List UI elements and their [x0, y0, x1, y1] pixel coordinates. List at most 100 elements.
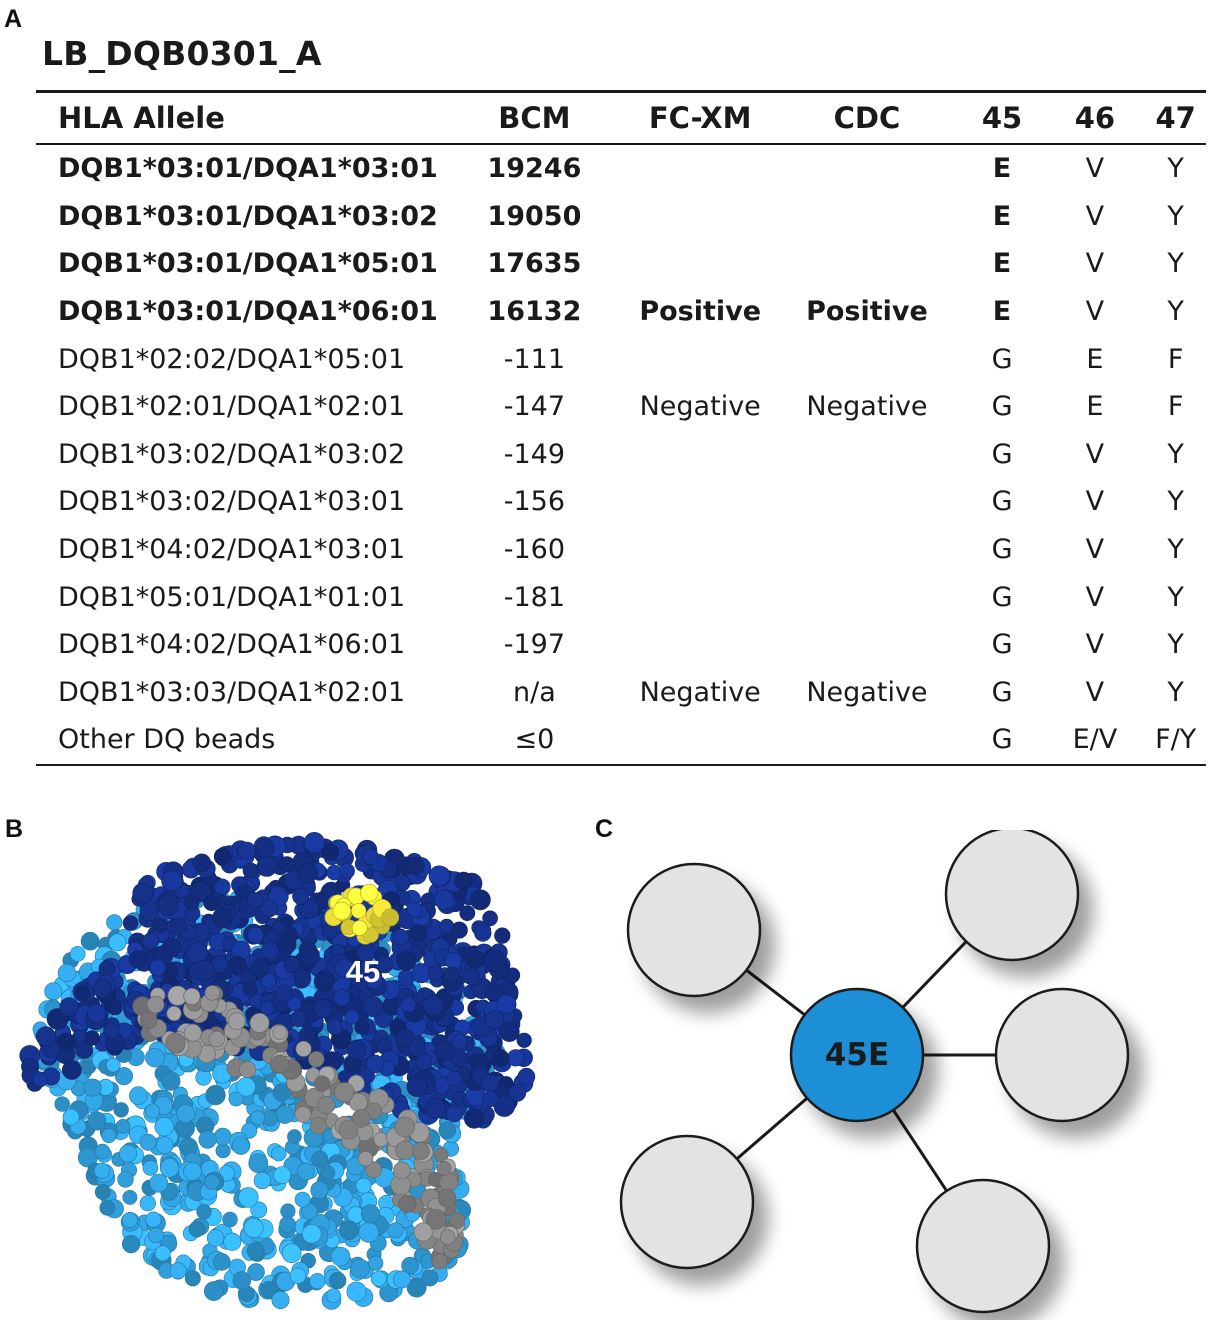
cell-p47: Y: [1167, 153, 1184, 185]
panel-label-a: A: [4, 5, 23, 33]
cell-p45: E: [992, 153, 1012, 185]
epitope-network-diagram: 45E: [619, 830, 1130, 1314]
cell-cdc: [774, 240, 959, 288]
cell-p46: V: [1085, 248, 1105, 280]
cell-fcxm: Negative: [639, 676, 761, 708]
cell-cdc: [774, 526, 959, 574]
allele-table: HLA Allele BCM FC-XM CDC 45 46 47 DQB1*0…: [36, 90, 1206, 766]
header-fc-xm: FC-XM: [648, 101, 752, 135]
cell-p45: G: [991, 629, 1013, 661]
cell-p46: E: [1086, 391, 1104, 423]
cell-allele: DQB1*03:01/DQA1*06:01: [58, 296, 438, 328]
table-row: DQB1*03:02/DQA1*03:02 -149 G V Y: [36, 431, 1206, 479]
panel-label-c: C: [595, 815, 614, 843]
header-position-46: 46: [1074, 101, 1116, 135]
cell-bcm: -156: [503, 486, 566, 518]
cell-bcm: 19246: [487, 153, 582, 185]
peptide-spheres: [132, 985, 466, 1270]
cell-cdc: [774, 335, 959, 383]
cell-bcm: -149: [503, 438, 566, 470]
header-cdc: CDC: [833, 101, 901, 135]
cell-p45: E: [992, 200, 1012, 232]
cell-fcxm: [626, 716, 774, 765]
cell-allele: DQB1*04:02/DQA1*03:01: [58, 534, 406, 566]
cell-p47: Y: [1167, 629, 1184, 661]
satellite-node-right: [994, 987, 1130, 1123]
cell-allele: DQB1*03:02/DQA1*03:01: [58, 486, 406, 518]
cell-p47: Y: [1167, 438, 1184, 470]
table-title: LB_DQB0301_A: [42, 34, 322, 73]
cell-p46: E/V: [1072, 724, 1118, 756]
cell-p47: Y: [1167, 200, 1184, 232]
center-node: [789, 987, 925, 1123]
cell-fcxm: [626, 240, 774, 288]
cell-cdc: [774, 621, 959, 669]
panel-label-b: B: [5, 815, 24, 843]
cell-p46: V: [1085, 153, 1105, 185]
cell-bcm: n/a: [513, 676, 556, 708]
cell-cdc: Negative: [806, 676, 928, 708]
header-bcm: BCM: [498, 101, 571, 135]
center-node-label: 45E: [825, 1037, 889, 1073]
table-header-row: HLA Allele BCM FC-XM CDC 45 46 47: [36, 91, 1206, 144]
cell-p47: F/Y: [1155, 724, 1197, 756]
cell-bcm: -147: [503, 391, 566, 423]
cell-p46: E: [1086, 343, 1104, 375]
cell-p47: Y: [1167, 296, 1184, 328]
cell-allele: DQB1*03:01/DQA1*05:01: [58, 248, 438, 280]
cell-p47: Y: [1167, 534, 1184, 566]
cell-bcm: -181: [503, 581, 566, 613]
cell-p46: V: [1085, 438, 1105, 470]
cell-cdc: [774, 478, 959, 526]
cell-p46: V: [1085, 676, 1105, 708]
cell-p45: G: [991, 391, 1013, 423]
cell-p45: E: [992, 296, 1012, 328]
cell-p45: G: [991, 438, 1013, 470]
satellite-node-bottom-right: [915, 1178, 1051, 1314]
cell-bcm: -111: [503, 343, 566, 375]
cell-fcxm: [626, 526, 774, 574]
cell-allele: DQB1*03:01/DQA1*03:02: [58, 200, 438, 232]
cell-bcm: -160: [503, 534, 566, 566]
cell-fcxm: [626, 193, 774, 241]
cell-p47: Y: [1167, 676, 1184, 708]
cell-p45: G: [991, 534, 1013, 566]
cell-fcxm: [626, 621, 774, 669]
cell-cdc: [774, 193, 959, 241]
residue-45-label: 45: [346, 954, 380, 989]
cell-p47: F: [1167, 343, 1184, 375]
cell-fcxm: Negative: [639, 391, 761, 423]
cell-cdc: [774, 716, 959, 765]
cell-allele: Other DQ beads: [58, 724, 276, 756]
cell-p45: G: [991, 486, 1013, 518]
cell-p46: V: [1085, 200, 1105, 232]
cell-allele: DQB1*03:03/DQA1*02:01: [58, 676, 406, 708]
cell-p45: G: [991, 581, 1013, 613]
cell-bcm: ≤0: [514, 724, 555, 756]
cell-p47: Y: [1167, 486, 1184, 518]
cell-p45: E: [992, 248, 1012, 280]
cell-fcxm: [626, 478, 774, 526]
cell-p45: G: [991, 676, 1013, 708]
header-position-47: 47: [1155, 101, 1196, 135]
cell-cdc: [774, 431, 959, 479]
network-nodes: [619, 830, 1130, 1314]
residue-45-spheres: [324, 883, 400, 945]
cell-p46: V: [1085, 581, 1105, 613]
cell-cdc: Negative: [806, 391, 928, 423]
cell-fcxm: [626, 144, 774, 193]
cell-p46: V: [1085, 296, 1105, 328]
cell-fcxm: [626, 431, 774, 479]
cell-allele: DQB1*03:02/DQA1*03:02: [58, 438, 406, 470]
cell-p47: F: [1167, 391, 1184, 423]
header-position-45: 45: [981, 101, 1023, 135]
